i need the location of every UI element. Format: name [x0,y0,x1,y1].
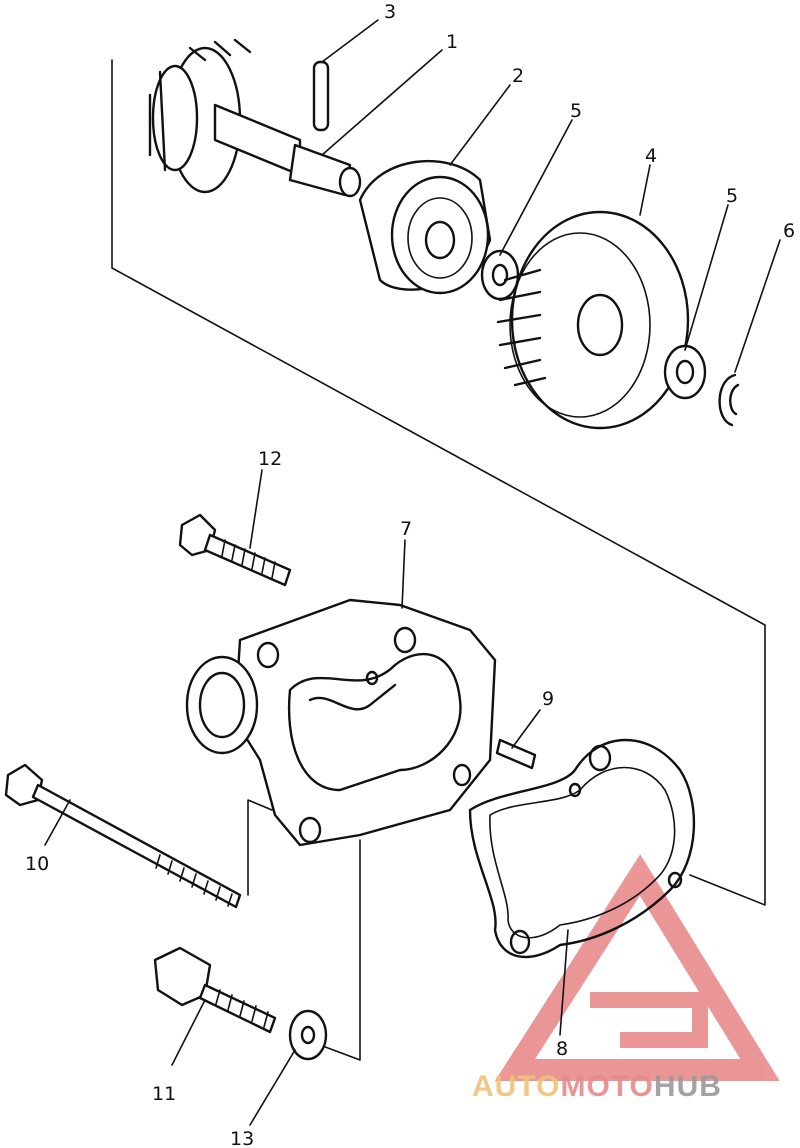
callout-6: 6 [783,220,795,242]
assembly-bracket-lower [247,799,361,1061]
callout-7: 7 [400,518,412,540]
callout-12: 11 [152,1083,176,1105]
bolt-11 [4,763,242,909]
watermark-hub: HUB [654,1070,722,1103]
bolt-12 [153,946,277,1034]
callout-8: 8 [556,1038,568,1060]
callout-2: 2 [512,65,524,87]
callout-1: 1 [446,31,458,53]
washer-upper [480,249,520,301]
watermark-logo [494,854,780,1081]
watermark-text: AUTOMOTOHUB [472,1070,722,1103]
bolt-10 [178,513,292,587]
pin [312,60,330,132]
callout-3: 3 [384,1,396,23]
callout-9: 9 [542,688,554,710]
washer-13 [288,1009,328,1061]
dowel-pin [495,738,537,770]
gear [496,210,690,430]
callout-13: 13 [230,1128,254,1148]
impeller-shaft [148,38,362,198]
callout-4: 4 [645,145,657,167]
callout-10: 12 [258,448,282,470]
leader-lines [44,19,781,1126]
assembly-bracket-upper [111,59,766,906]
svg-text:AUTOMOTOHUB: AUTOMOTOHUB [472,1070,722,1103]
callout-5-upper: 5 [570,100,582,122]
circlip [718,373,740,427]
gasket [468,738,696,959]
washer-right [663,344,707,400]
watermark-auto: AUTO [472,1070,560,1103]
callout-5-right: 5 [726,185,738,207]
callout-11: 10 [25,853,49,875]
pump-cover-housing [185,598,497,847]
callout-labels: 3 1 2 5 4 5 6 7 12 9 10 8 11 13 [25,1,795,1148]
watermark-moto: MOTO [560,1070,653,1103]
bearing [358,160,492,295]
